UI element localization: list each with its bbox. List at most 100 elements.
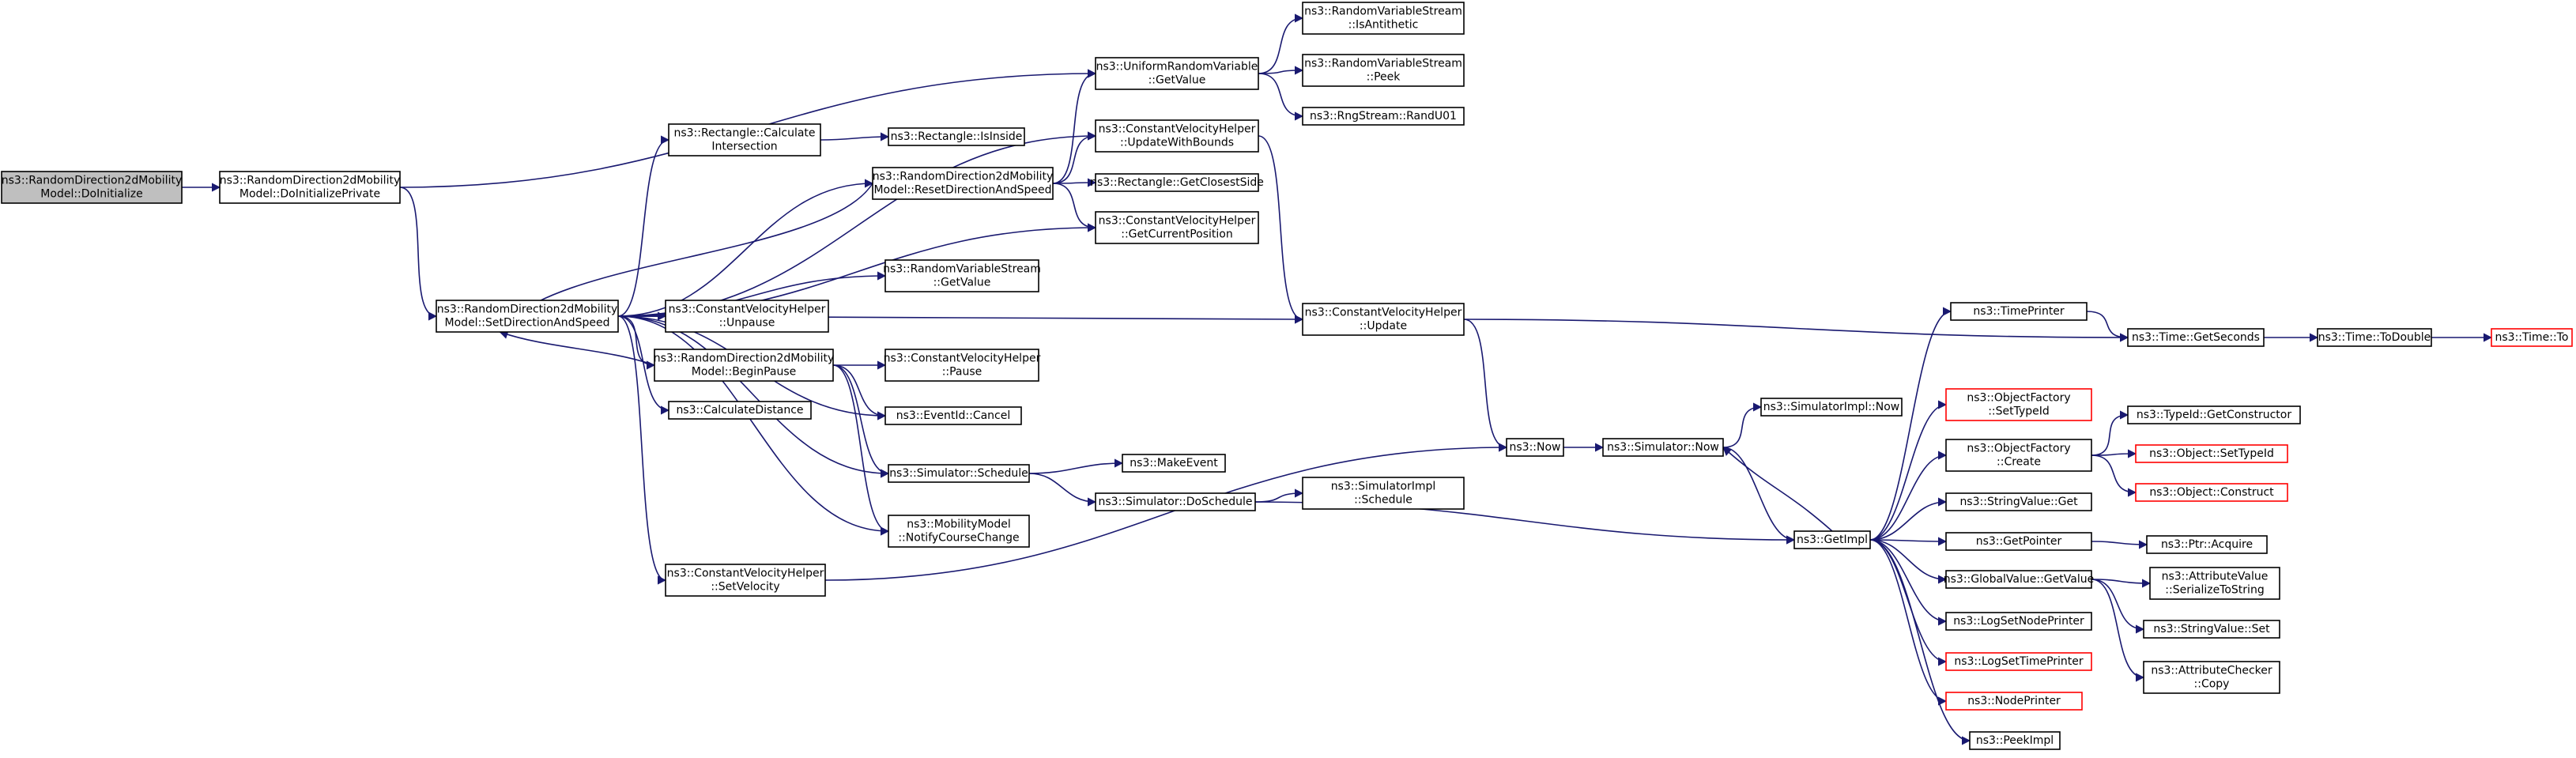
- node-label: ns3::GetPointer: [1976, 535, 2062, 548]
- graph-node-n17[interactable]: ns3::ConstantVelocityHelper::Update: [1302, 303, 1465, 336]
- node-label: ns3::TimePrinter: [1973, 305, 2065, 318]
- graph-node-n1[interactable]: ns3::RandomDirection2dMobilityModel::DoI…: [219, 171, 401, 204]
- graph-node-n12[interactable]: ns3::ConstantVelocityHelper::GetCurrentP…: [1095, 211, 1259, 244]
- edge-n15-n19: [832, 364, 887, 420]
- edge-n6-n9: [1258, 73, 1304, 121]
- graph-node-n44[interactable]: ns3::StringValue::Set: [2143, 620, 2280, 639]
- graph-node-n2[interactable]: ns3::RandomDirection2dMobilityModel::Set…: [436, 300, 619, 333]
- node-label: ns3::ConstantVelocityHelper: [1099, 215, 1256, 228]
- graph-node-n29[interactable]: ns3::GetImpl: [1793, 530, 1871, 549]
- graph-node-n24[interactable]: ns3::MobilityModel::NotifyCourseChange: [888, 515, 1030, 548]
- graph-node-n35[interactable]: ns3::ObjectFactory::Create: [1945, 439, 2092, 472]
- node-box: [1302, 54, 1465, 87]
- edge-n25-n26: [824, 443, 1508, 581]
- graph-node-n42[interactable]: ns3::GlobalValue::GetValue: [1944, 570, 2094, 589]
- graph-node-n11[interactable]: ns3::Rectangle::GetClosestSide: [1090, 173, 1264, 192]
- node-label: ns3::RandomVariableStream: [1304, 58, 1462, 70]
- edge-n40-n41: [2091, 540, 2148, 549]
- graph-node-n39[interactable]: ns3::StringValue::Get: [1945, 492, 2092, 511]
- graph-node-n46[interactable]: ns3::LogSetTimePrinter: [1945, 652, 2092, 671]
- graph-node-n21[interactable]: ns3::MakeEvent: [1122, 454, 1226, 473]
- node-box: [884, 349, 1039, 382]
- graph-node-n36[interactable]: ns3::TypeId::GetConstructor: [2127, 405, 2301, 424]
- graph-node-n49[interactable]: ns3::PeekImpl: [1969, 731, 2061, 750]
- node-label: ns3::ObjectFactory: [1967, 443, 2070, 455]
- edge-n29-n45: [1869, 539, 1948, 626]
- graph-node-n5[interactable]: ns3::RandomDirection2dMobilityModel::Res…: [872, 167, 1054, 200]
- graph-node-n18[interactable]: ns3::CalculateDistance: [668, 401, 812, 420]
- graph-node-n33[interactable]: ns3::Time::To: [2491, 328, 2573, 347]
- node-label: ns3::RandomDirection2dMobility: [654, 353, 834, 365]
- graph-node-n34[interactable]: ns3::ObjectFactory::SetTypeId: [1945, 388, 2092, 421]
- graph-node-n47[interactable]: ns3::AttributeChecker::Copy: [2143, 661, 2280, 694]
- graph-node-n30[interactable]: ns3::TimePrinter: [1950, 302, 2088, 321]
- edge-n29-n40: [1869, 537, 1948, 546]
- node-label: ns3::LogSetTimePrinter: [1954, 655, 2084, 668]
- graph-node-n13[interactable]: ns3::RandomVariableStream::GetValue: [883, 259, 1041, 292]
- graph-node-n22[interactable]: ns3::Simulator::DoSchedule: [1095, 492, 1256, 511]
- node-label: ns3::Rectangle::IsInside: [891, 130, 1023, 143]
- graph-node-n6[interactable]: ns3::UniformRandomVariable::GetValue: [1095, 57, 1259, 90]
- graph-node-n38[interactable]: ns3::Object::Construct: [2135, 483, 2288, 502]
- node-label: ns3::SimulatorImpl::Now: [1763, 401, 1900, 413]
- node-box: [1945, 692, 2083, 711]
- edge-n6-n7: [1258, 13, 1304, 74]
- edge-n5-n6: [1052, 69, 1097, 184]
- node-label: ::Peek: [1367, 71, 1401, 84]
- node-box: [668, 401, 812, 420]
- node-box: [1095, 211, 1259, 244]
- graph-node-n23[interactable]: ns3::SimulatorImpl::Schedule: [1302, 477, 1465, 510]
- graph-node-n0[interactable]: ns3::RandomDirection2dMobilityModel::DoI…: [1, 171, 183, 204]
- graph-node-n41[interactable]: ns3::Ptr::Acquire: [2146, 535, 2268, 554]
- graph-node-n48[interactable]: ns3::NodePrinter: [1945, 692, 2083, 711]
- graph-node-n14[interactable]: ns3::ConstantVelocityHelper::Unpause: [665, 300, 829, 333]
- graph-node-n40[interactable]: ns3::GetPointer: [1945, 532, 2092, 551]
- node-box: [1945, 388, 2092, 421]
- node-label: ns3::MobilityModel: [907, 519, 1011, 531]
- node-box: [2135, 444, 2288, 463]
- edge-n22-n23: [1254, 488, 1304, 503]
- node-label: ::Copy: [2194, 678, 2230, 691]
- node-label: ns3::TypeId::GetConstructor: [2137, 409, 2291, 421]
- node-label: ns3::ConstantVelocityHelper: [669, 304, 826, 316]
- graph-node-n10[interactable]: ns3::ConstantVelocityHelper::UpdateWithB…: [1095, 119, 1259, 153]
- graph-node-n20[interactable]: ns3::Simulator::Schedule: [888, 464, 1030, 483]
- node-box: [1945, 439, 2092, 472]
- graph-node-n37[interactable]: ns3::Object::SetTypeId: [2135, 444, 2288, 463]
- node-label: ns3::StringValue::Set: [2153, 623, 2270, 635]
- node-box: [1302, 477, 1465, 510]
- graph-node-n19[interactable]: ns3::EventId::Cancel: [884, 406, 1022, 425]
- node-label: ns3::Simulator::Schedule: [889, 467, 1028, 480]
- edge-n42-n44: [2091, 579, 2145, 634]
- node-box: [1095, 173, 1259, 192]
- edge-n17-n31: [1463, 319, 2129, 342]
- node-box: [1122, 454, 1226, 473]
- graph-node-n4[interactable]: ns3::Rectangle::IsInside: [888, 127, 1025, 146]
- graph-node-n16[interactable]: ns3::ConstantVelocityHelper::Pause: [884, 349, 1041, 382]
- node-label: ns3::UniformRandomVariable: [1096, 61, 1258, 74]
- graph-node-n15[interactable]: ns3::RandomDirection2dMobilityModel::Beg…: [654, 349, 834, 382]
- node-box: [2143, 661, 2280, 694]
- graph-node-n7[interactable]: ns3::RandomVariableStream::IsAntithetic: [1302, 2, 1465, 35]
- graph-node-n8[interactable]: ns3::RandomVariableStream::Peek: [1302, 54, 1465, 87]
- node-label: ns3::Object::SetTypeId: [2149, 447, 2274, 460]
- graph-node-n28[interactable]: ns3::SimulatorImpl::Now: [1760, 398, 1903, 417]
- node-label: Model::SetDirectionAndSpeed: [445, 317, 610, 330]
- node-box: [1945, 612, 2092, 631]
- graph-node-n26[interactable]: ns3::Now: [1506, 438, 1564, 457]
- node-label: ns3::RandomVariableStream: [883, 263, 1041, 276]
- graph-node-n45[interactable]: ns3::LogSetNodePrinter: [1945, 612, 2092, 631]
- graph-node-n27[interactable]: ns3::Simulator::Now: [1602, 438, 1724, 457]
- node-label: ns3::Time::GetSeconds: [2132, 331, 2260, 344]
- graph-node-n43[interactable]: ns3::AttributeValue::SerializeToString: [2149, 567, 2280, 600]
- graph-node-n9[interactable]: ns3::RngStream::RandU01: [1302, 107, 1465, 126]
- graph-node-n25[interactable]: ns3::ConstantVelocityHelper::SetVelocity: [665, 564, 826, 597]
- node-label: ns3::Ptr::Acquire: [2161, 538, 2253, 551]
- edge-n27-n29: [1722, 447, 1796, 545]
- graph-node-n32[interactable]: ns3::Time::ToDouble: [2317, 328, 2432, 347]
- graph-node-n31[interactable]: ns3::Time::GetSeconds: [2127, 328, 2265, 347]
- edge-n10-n17: [1258, 135, 1304, 324]
- node-label: ns3::RandomDirection2dMobility: [873, 171, 1053, 183]
